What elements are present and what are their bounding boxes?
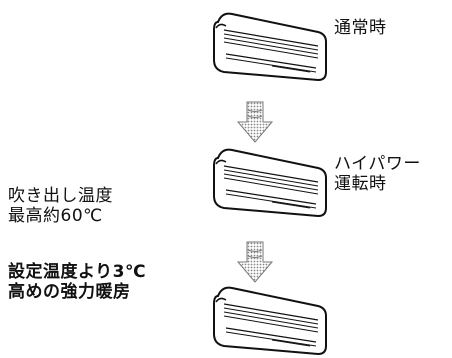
air-conditioner-icon <box>213 148 327 217</box>
air-conditioner-icon <box>213 12 327 82</box>
stage-label-line: ハイパワー <box>334 154 421 174</box>
note-outlet-temperature: 吹き出し温度 最高約60℃ <box>8 186 113 226</box>
stage-label-normal: 通常時 <box>334 18 387 38</box>
down-arrow-icon <box>237 241 273 283</box>
stage-label-high-power: ハイパワー 運転時 <box>334 154 421 194</box>
note-strong-heating: 設定温度より3℃ 高めの強力暖房 <box>8 262 146 302</box>
note-line: 最高約60℃ <box>8 206 103 226</box>
down-arrow-icon <box>237 101 273 143</box>
stage-label-line: 運転時 <box>334 174 387 194</box>
note-line: 高めの強力暖房 <box>8 282 131 302</box>
air-conditioner-icon <box>213 286 327 355</box>
note-line: 設定温度より3℃ <box>8 262 147 282</box>
note-line: 吹き出し温度 <box>8 186 113 206</box>
stage-label-line: 通常時 <box>334 18 387 38</box>
